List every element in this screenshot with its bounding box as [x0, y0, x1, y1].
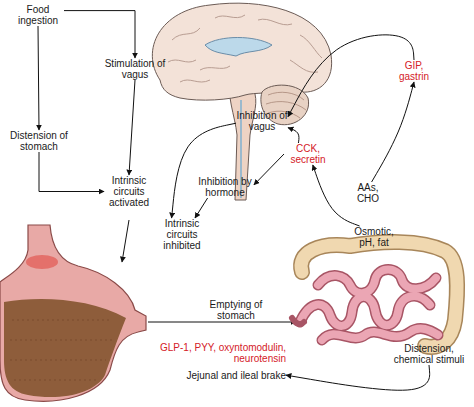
- flow-arrow: [172, 123, 236, 218]
- step-text: Jejunal and ileal brake: [148, 370, 286, 381]
- flow-arrow: [39, 152, 104, 192]
- step-text: Food ingestion: [12, 4, 64, 26]
- flow-step: AAs, CHO: [350, 182, 386, 204]
- step-text: Distension of stomach: [8, 130, 70, 152]
- flow-arrow: [195, 198, 208, 218]
- flow-arrow: [286, 365, 430, 390]
- flow-step: Inhibition by hormone: [196, 176, 254, 198]
- flow-arrow: [288, 128, 299, 143]
- sphincter: [26, 255, 58, 269]
- brain-gyri: [168, 15, 322, 82]
- step-text: Distension, chemical stimuli: [392, 343, 466, 365]
- flow-step: Inhibition of vagus: [236, 110, 288, 132]
- flow-step: Stimulation of vagus: [104, 58, 166, 80]
- flow-step: Distension, chemical stimuli: [392, 343, 466, 365]
- flow-step: Intrinsic circuits inhibited: [156, 218, 208, 251]
- hormone-text: CCK, secretin: [284, 143, 332, 165]
- flow-step: GIP, gastrin: [392, 60, 436, 82]
- flow-arrow: [64, 11, 135, 58]
- chyme: [4, 299, 126, 397]
- flow-step: Distension of stomach: [8, 130, 70, 152]
- flow-arrow: [38, 26, 39, 130]
- emptying-arrow: [148, 322, 296, 323]
- small-intestine: [300, 270, 438, 341]
- flow-step: GLP-1, PYY, oxyntomodulin, neurotensinJe…: [148, 342, 286, 381]
- step-text: Inhibition of vagus: [236, 110, 288, 132]
- hormone-text: GIP, gastrin: [392, 60, 436, 82]
- brain-illustration: [152, 3, 331, 200]
- stomach-illustration: [0, 220, 296, 401]
- cerebrum: [152, 3, 331, 100]
- step-text: Intrinsic circuits activated: [104, 175, 154, 208]
- flow-label: Emptying of stomach: [196, 299, 276, 321]
- intestine-illustration: [292, 242, 457, 347]
- step-text: Intrinsic circuits inhibited: [156, 218, 208, 251]
- flow-step: Food ingestion: [12, 4, 64, 26]
- step-text: Inhibition by hormone: [196, 176, 254, 198]
- flow-step: Osmotic, pH, fat: [350, 226, 398, 248]
- flow-step: Intrinsic circuits activated: [104, 175, 154, 208]
- intrinsic-arrow: [122, 220, 129, 262]
- step-text: AAs, CHO: [350, 182, 386, 204]
- step-text: Stimulation of vagus: [104, 58, 166, 80]
- flow-step: CCK, secretin: [284, 143, 332, 165]
- duodenum: [292, 318, 304, 324]
- chyme-texture: [10, 320, 112, 380]
- small-intestine-outline: [300, 270, 438, 341]
- ventricle: [205, 38, 272, 57]
- flow-arrow: [254, 154, 284, 185]
- flow-arrow: [372, 82, 414, 182]
- flow-arrow: [313, 165, 360, 226]
- flow-arrow: [288, 35, 414, 117]
- step-text: Osmotic, pH, fat: [350, 226, 398, 248]
- hormone-text: GLP-1, PYY, oxyntomodulin, neurotensin: [148, 342, 286, 364]
- flow-arrow: [129, 80, 135, 175]
